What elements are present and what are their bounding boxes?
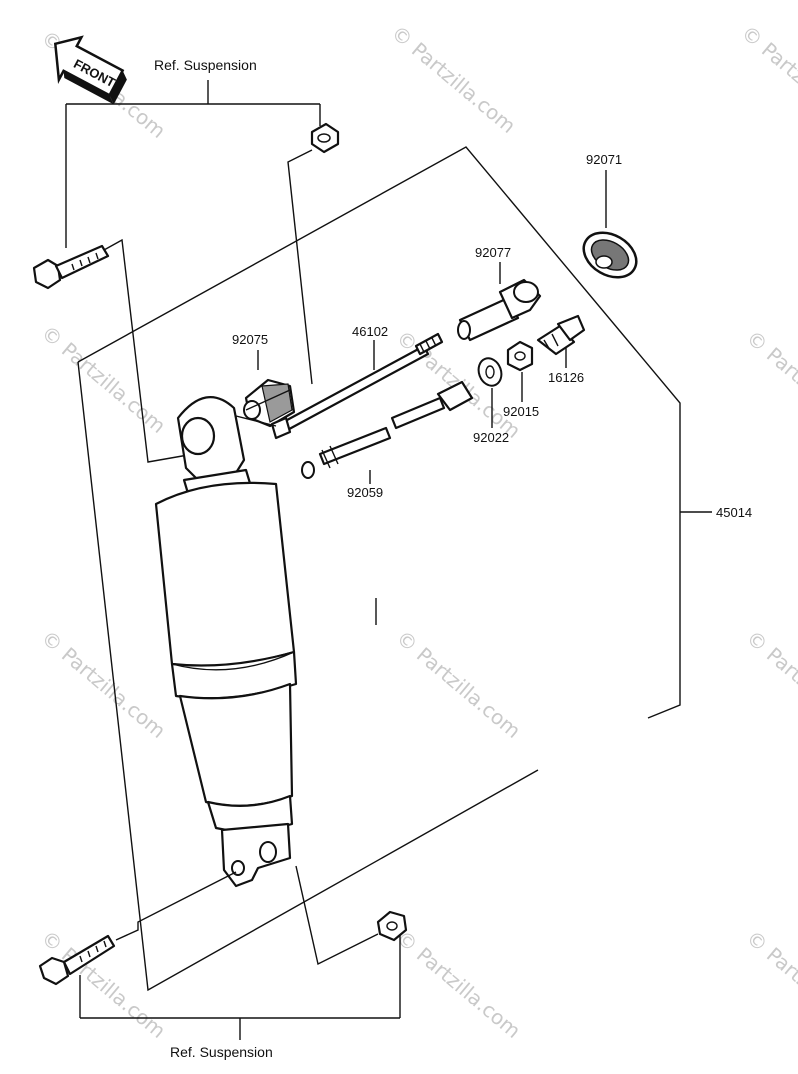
watermark: © Partzilla.com: [742, 925, 798, 1043]
part-label-92071: 92071: [586, 152, 622, 167]
watermark: © Partzilla.com: [742, 325, 798, 443]
front-arrow-icon: FRONT: [53, 35, 127, 105]
fitting-16126-icon: [536, 314, 586, 356]
leader-line: [295, 865, 379, 966]
grommet-92071-icon: [582, 231, 638, 279]
shock-absorber-icon: [154, 396, 298, 888]
watermark: © Partzilla.com: [392, 925, 526, 1043]
part-label-92059: 92059: [347, 485, 383, 500]
cable-92059-icon: [301, 380, 474, 479]
assembly-outline: [77, 146, 712, 992]
rod-46102-icon: [270, 332, 444, 440]
collar-92077-icon: [457, 278, 542, 342]
bottom-bolt-icon: [38, 934, 116, 986]
washer-92022-icon: [477, 357, 503, 387]
part-label-92022: 92022: [473, 430, 509, 445]
leader-line: [235, 389, 291, 427]
part-label-92077: 92077: [475, 245, 511, 260]
bottom-nut-icon: [376, 910, 408, 942]
part-label-16126: 16126: [548, 370, 584, 385]
watermark: © Partzilla.com: [392, 625, 526, 743]
watermark: © Partzilla.com: [737, 20, 798, 138]
part-label-92075: 92075: [232, 332, 268, 347]
part-label-45014: 45014: [716, 505, 752, 520]
ref-suspension-top-label: Ref. Suspension: [154, 57, 257, 73]
leader-line: [115, 871, 237, 941]
watermark: © Partzilla.com: [37, 320, 171, 438]
leader-line: [287, 149, 313, 385]
top-bolt-icon: [32, 244, 110, 290]
top-nut-icon: [310, 122, 340, 154]
part-label-46102: 46102: [352, 324, 388, 339]
watermark: © Partzilla.com: [387, 20, 521, 138]
bottom-ref-bracket: [79, 930, 401, 1040]
ref-suspension-bottom-label: Ref. Suspension: [170, 1044, 273, 1060]
nut-92015-icon: [506, 340, 534, 372]
leader-line: [103, 238, 189, 463]
watermark: © Partzilla.com: [742, 625, 798, 743]
top-ref-bracket: [65, 80, 321, 248]
watermark: © Partzilla.com: [37, 625, 171, 743]
part-label-92015: 92015: [503, 404, 539, 419]
bushing-92075-icon: [243, 378, 296, 428]
